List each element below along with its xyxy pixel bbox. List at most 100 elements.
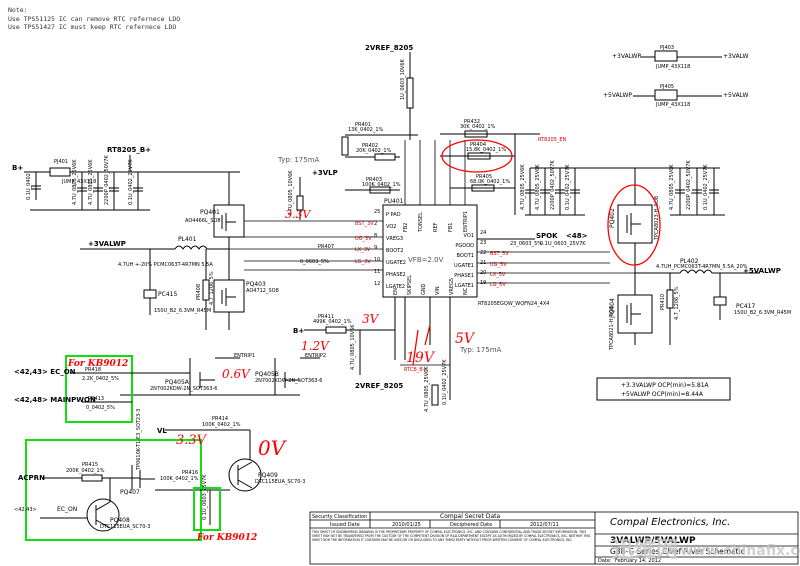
ic-vfb: VFB=2.0V	[408, 256, 444, 264]
pq402-part: TPCA8023-H_SO8	[654, 196, 660, 241]
tb-issued-label: Issued Date	[330, 522, 360, 528]
ic-pin-left: LGATE2	[386, 284, 405, 290]
pq408: PQ408 DTC115EUA_SC70-3	[86, 478, 150, 532]
pq409-ref: PQ409	[258, 472, 278, 479]
svg-text:4.7U_0805_10V6K: 4.7U_0805_10V6K	[288, 170, 294, 216]
pq403-part: AO4712_SO8	[246, 288, 279, 294]
pr416-ref: PR416	[182, 470, 198, 476]
pr403-value: 100K_0402_1%	[362, 182, 401, 188]
net-ec-on: <42,43> EC_ON	[14, 368, 76, 376]
pl401-ref: PL401	[178, 236, 197, 243]
net-5valwp: +5VALWP	[743, 267, 781, 275]
pc417-value: 150U_B2_6.3VM_R45M	[734, 310, 791, 316]
tb-deciphered-label: Deciphered Date	[450, 522, 492, 528]
pr414-value: 100K_0402_1%	[202, 422, 241, 428]
pj401-part: JUMP_43X118	[61, 179, 96, 185]
pr411-ref: PR411	[318, 314, 334, 320]
pq405a-part: 2N7002KDW-2N_SOT363-6	[150, 386, 217, 392]
pr415-ref: PR415	[82, 462, 98, 468]
svg-text:4.7U_0805_25V6K: 4.7U_0805_25V6K	[535, 164, 541, 210]
annotation-3v3-b: 3.3V	[176, 433, 208, 448]
net-vl: VL	[157, 427, 167, 435]
note-title: Note:	[8, 6, 28, 14]
pr416-value: 100K_0402_1%	[160, 476, 199, 482]
pq404: PQ404 TPCA8021-H_SO8	[609, 243, 653, 351]
net-lg-3v: LG_3V	[355, 259, 371, 265]
pj405-net-right: +5VALW	[723, 92, 748, 99]
pr403-ref: PR403	[366, 177, 382, 183]
net-rtcb: RTCB_B+	[404, 367, 427, 373]
pc415-ref: PC415	[158, 291, 177, 298]
ic-pin-top: REF	[433, 222, 439, 232]
pr411-value: 499K_0402_1%	[313, 319, 352, 325]
typ-175ma-2: Typ: 175mA	[459, 346, 502, 354]
ic-part: RT8205EGQW_WQFN24_4X4	[478, 301, 549, 307]
ic-pin-left: VO2	[386, 224, 396, 230]
tb-security-value: Compal Secret Data	[440, 513, 500, 520]
svg-text:0.1U_0402_25V7K: 0.1U_0402_25V7K	[703, 164, 709, 210]
net-2vref-top: 2VREF_8205	[365, 44, 413, 52]
pr410-value: 4.7_1206_5%	[674, 286, 680, 320]
net-bplus-mid: B+	[293, 327, 304, 335]
pr413-ref: PR413	[88, 396, 104, 402]
ic-pin-num-left: 10	[374, 257, 380, 263]
pc413-value: 0.1U_0603_25V7K	[540, 241, 586, 247]
annotation-1v2: 1.2V	[301, 339, 330, 353]
ic-pin-num-left: 8	[374, 233, 377, 239]
tb-company: Compal Electronics, Inc.	[610, 517, 730, 528]
pq405b-ref: PQ405B	[255, 371, 279, 378]
net-bst-5v: BST_5V	[490, 251, 509, 257]
pq402: PQ402 TPCA8023-H_SO8	[609, 167, 720, 244]
tb-subtitle: G38-G Series Chief River Schematic	[610, 547, 745, 556]
net-ug-5v: UG_5V	[490, 262, 507, 268]
net-3valwp: +3VALWP	[88, 240, 126, 248]
jumper-pj403: +3VALWP PJ403 JUMP_43X118 +3VALW	[612, 45, 748, 70]
ic-pin-left: VREG3	[386, 236, 403, 242]
net-lx-5v: LX_5V	[490, 272, 506, 278]
svg-text:4.7U_0805_25V6K: 4.7U_0805_25V6K	[424, 366, 430, 412]
pl401-value: 4.7UH +-20% PCMC063T-4R7MN 5.5A	[118, 262, 213, 268]
ic-pin-num-right: 22	[480, 250, 486, 256]
pq403-ref: PQ403	[246, 281, 266, 288]
pr401-value: 13K_0402_1%	[348, 127, 384, 133]
pr413-value: 0_0402_5%	[86, 405, 115, 411]
pc-vref-label: 1U_0603_10V6K	[400, 58, 406, 100]
pq401-ref: PQ401	[200, 209, 220, 216]
pl402-ref: PL402	[680, 258, 699, 265]
pq403: PQ403 AO4712_SO8	[213, 237, 279, 330]
pr405-value: 68.0K_0402_1%	[470, 179, 510, 185]
ic-pin-top: ENTRIP1	[463, 211, 469, 232]
net-lx-3v: LX_3V	[355, 247, 371, 253]
pq407-part: TP0610K-T1-E3_SOT23-3	[136, 409, 142, 471]
ic-pin-bottom: EN	[393, 288, 399, 295]
annotation-strokes	[412, 324, 431, 366]
pq409-part: DTC115EUA_SC70-3	[255, 479, 305, 485]
ic-pin-right: PGOOD	[455, 243, 474, 249]
pq405a-ref: PQ405A	[165, 379, 190, 386]
pq401-part: AO4466L_SO8	[185, 218, 221, 224]
ocp-line-1: +3.3VALWP OCP(min)=5.81A	[621, 382, 710, 389]
annotation-kb9012-bottom: For KB9012	[196, 533, 257, 543]
tb-date-label: Date:	[598, 558, 612, 564]
svg-text:2200P_0402_50V7K: 2200P_0402_50V7K	[550, 160, 556, 210]
net-lg-5v: LG_5V	[490, 282, 506, 288]
pc418-value: 0.1U_0603_25V7K	[202, 474, 208, 520]
pj403-net-left: +3VALWP	[612, 53, 641, 60]
svg-text:4.7U_0805_25V6K: 4.7U_0805_25V6K	[520, 164, 526, 210]
pq407-ref: PQ407	[120, 489, 140, 496]
pr401-ref: PR401	[355, 122, 371, 128]
annotation-kb9012-top: For KB9012	[67, 359, 128, 369]
ic-pin-num-left: 25	[374, 209, 380, 215]
ic-pin-num-left: 12	[374, 281, 380, 287]
ic-ref: PU401	[384, 198, 404, 205]
watermark-cn: 迅维网	[612, 537, 678, 563]
pq409: PQ409 DTC115EUA_SC70-3	[228, 430, 305, 492]
pr408-ref: PR408	[196, 284, 202, 300]
annotation-3v: 3V	[362, 312, 380, 326]
net-ug-3v: UG_3V	[355, 236, 372, 242]
pq405b: PQ405B 2N7002KDW-2N_SOT363-6 ENTRIP2	[255, 353, 326, 395]
jumper-pj405: +5VALWP PJ405 JUMP_43X118 +5VALW	[603, 84, 748, 108]
svg-text:0.1U_0402_25V7K: 0.1U_0402_25V7K	[565, 164, 571, 210]
